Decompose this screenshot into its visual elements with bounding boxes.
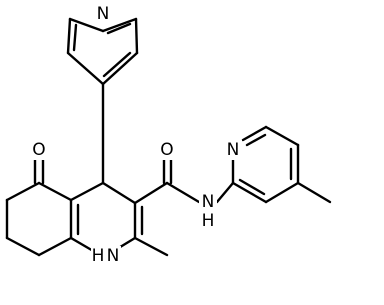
bond [37,181,73,202]
bond [133,181,169,205]
bond [165,181,201,204]
bond [238,178,266,196]
bond [264,125,300,147]
bond [101,181,137,205]
bond [264,181,300,204]
bond [215,181,235,204]
bond [72,23,78,52]
atom-label-amide-hydrogen: H [202,211,215,231]
bond [5,236,41,257]
atom-label-methylpyridine-nitrogen: N [227,140,240,160]
bond [245,133,267,147]
bond [69,181,105,202]
bond-layer [5,17,332,257]
bond [133,236,169,257]
bond [66,17,72,55]
bond [231,181,268,204]
atom-label-layer: N O O N H N H N [30,4,242,266]
bond [68,17,105,33]
bond [296,181,332,204]
atom-label-pyridinyl-nitrogen: N [97,4,110,24]
atom-label-amide-oxygen: O [160,140,173,160]
atom-label-ring-nitrogen: N [107,246,120,266]
bond [101,17,138,33]
bond [102,51,132,78]
bond [134,17,139,55]
atom-label-ketone-oxygen: O [32,140,45,160]
bond [66,51,105,86]
bond [106,22,132,35]
bond [37,236,73,257]
atom-label-amide-nitrogen: N [202,192,215,212]
bond [101,51,139,86]
bond [5,181,41,202]
atom-label-ring-hydrogen: H [92,246,105,266]
bond [241,125,268,142]
